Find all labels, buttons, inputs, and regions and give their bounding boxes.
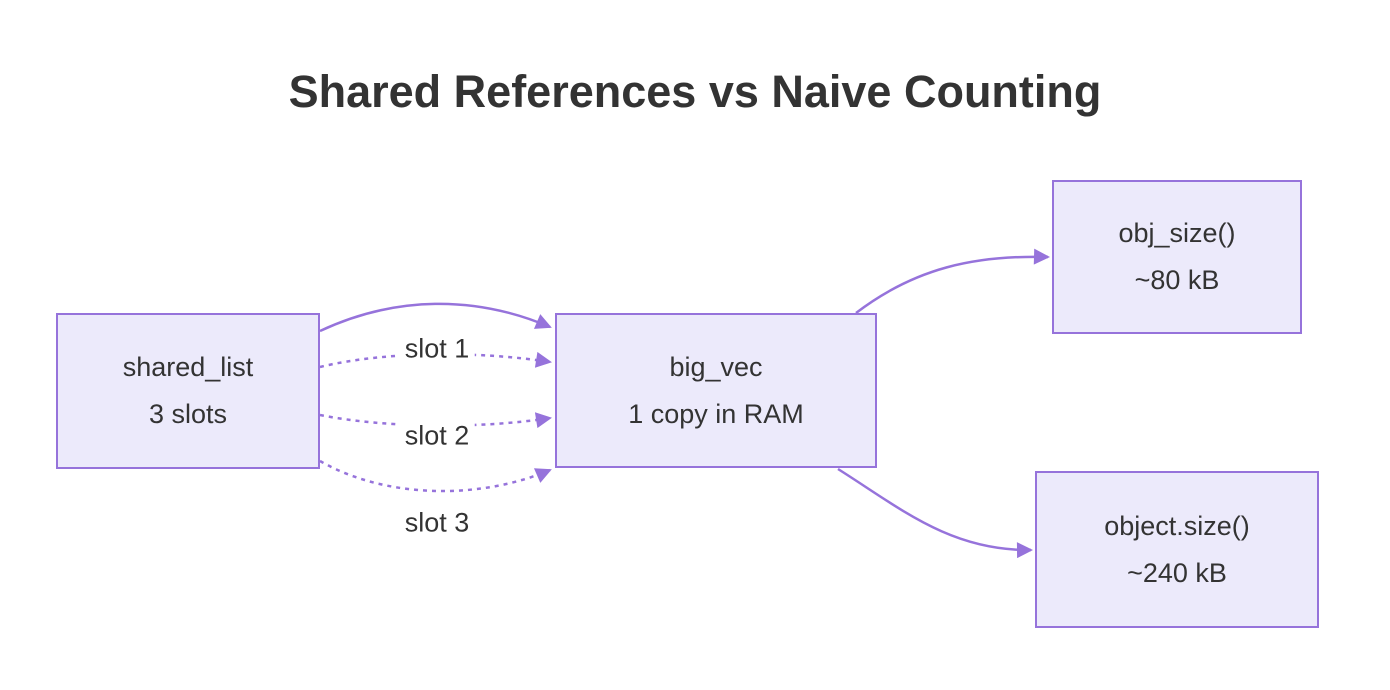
node-obj-size-subtitle: ~80 kB <box>1134 265 1220 295</box>
node-obj-size: obj_size() ~80 kB <box>1052 180 1302 334</box>
edge-big-vec-to-object-size <box>837 467 1033 559</box>
node-shared-list-title: shared_list <box>122 352 254 382</box>
edge-slot-3 <box>319 459 552 493</box>
edge-shared-list-to-big-vec-solid <box>319 302 552 333</box>
node-object-size: object.size() ~240 kB <box>1035 471 1319 628</box>
node-big-vec: big_vec 1 copy in RAM <box>555 313 877 468</box>
node-big-vec-subtitle: 1 copy in RAM <box>628 398 804 429</box>
edge-big-vec-to-obj-size <box>855 248 1050 314</box>
node-shared-list-subtitle: 3 slots <box>148 399 228 429</box>
node-object-size-subtitle: ~240 kB <box>1127 557 1227 588</box>
diagram-title: Shared References vs Naive Counting <box>288 66 1102 117</box>
node-shared-list: shared_list 3 slots <box>56 313 320 469</box>
edge-label-slot-2: slot 2 <box>399 420 475 452</box>
edge-label-slot-3: slot 3 <box>399 507 475 539</box>
node-big-vec-title: big_vec <box>669 351 763 382</box>
edge-label-slot-1: slot 1 <box>399 333 475 365</box>
node-obj-size-title: obj_size() <box>1118 218 1236 248</box>
node-object-size-title: object.size() <box>1104 510 1250 541</box>
